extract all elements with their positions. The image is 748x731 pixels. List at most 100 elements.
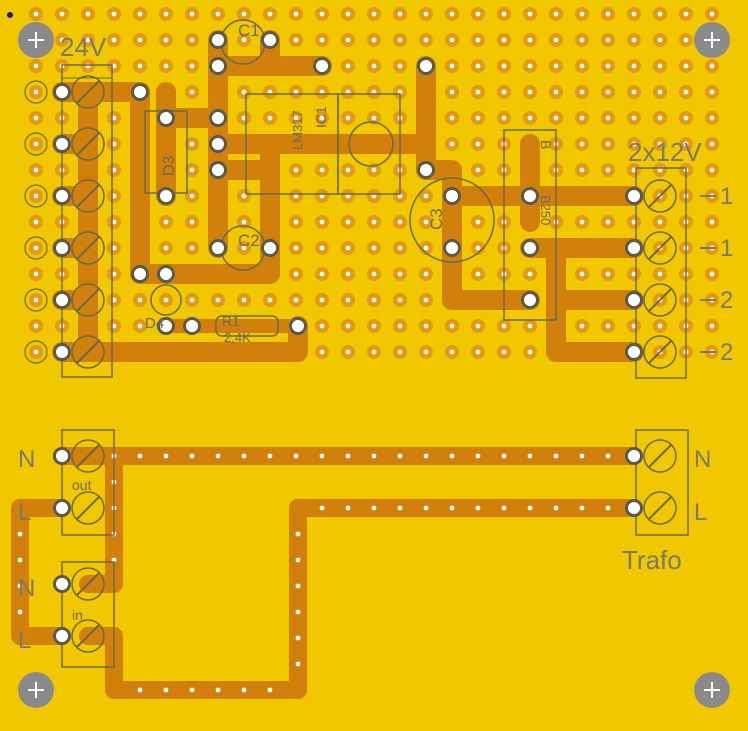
pad xyxy=(264,34,276,46)
grid-hole xyxy=(709,115,715,121)
label-trafo-n: N xyxy=(694,446,711,473)
grid-hole xyxy=(579,167,585,173)
grid-hole xyxy=(683,115,689,121)
trace-hole xyxy=(345,505,351,511)
screw-head xyxy=(71,567,105,601)
grid-hole xyxy=(371,297,377,303)
grid-hole xyxy=(85,11,91,17)
screw-slot xyxy=(76,624,100,648)
grid-hole xyxy=(605,11,611,17)
pad xyxy=(160,190,172,202)
pad xyxy=(212,242,224,254)
grid-hole xyxy=(579,11,585,17)
trace-hole xyxy=(501,453,507,459)
trace-hole xyxy=(553,453,559,459)
terminal-block-12v xyxy=(635,167,687,379)
screw-slot xyxy=(76,80,100,104)
pad xyxy=(292,320,304,332)
grid-hole xyxy=(449,323,455,329)
grid-hole xyxy=(709,167,715,173)
grid-hole xyxy=(397,89,403,95)
pad xyxy=(628,242,640,254)
grid-hole xyxy=(475,11,481,17)
trace-hole xyxy=(293,453,299,459)
grid-hole xyxy=(657,323,663,329)
grid-hole xyxy=(111,115,117,121)
label-regulator: LM317 xyxy=(290,110,305,150)
grid-hole xyxy=(111,219,117,225)
pad xyxy=(212,138,224,150)
trace-hole xyxy=(189,453,195,459)
grid-hole xyxy=(33,271,39,277)
trace-hole xyxy=(449,505,455,511)
grid-hole xyxy=(371,245,377,251)
grid-hole xyxy=(163,11,169,17)
label-24v: 24V xyxy=(60,32,107,62)
pad xyxy=(134,86,146,98)
grid-hole xyxy=(397,219,403,225)
trace-hole xyxy=(423,505,429,511)
grid-hole xyxy=(449,11,455,17)
label-c2: C2 xyxy=(238,231,260,250)
grid-hole xyxy=(345,37,351,43)
screw-head xyxy=(71,75,105,109)
grid-hole xyxy=(631,63,637,69)
pad xyxy=(446,242,458,254)
grid-hole xyxy=(475,167,481,173)
grid-hole xyxy=(293,297,299,303)
grid-hole xyxy=(605,323,611,329)
screw-slot xyxy=(648,288,672,312)
grid-hole xyxy=(319,271,325,277)
trace-hole xyxy=(579,453,585,459)
grid-hole xyxy=(605,167,611,173)
grid-hole xyxy=(189,297,195,303)
grid-hole xyxy=(111,141,117,147)
pad xyxy=(524,294,536,306)
pad xyxy=(628,346,640,358)
grid-hole xyxy=(579,63,585,69)
grid-hole xyxy=(449,37,455,43)
grid-hole xyxy=(241,115,247,121)
grid-hole xyxy=(527,115,533,121)
grid-hole xyxy=(345,271,351,277)
trace-hole xyxy=(475,453,481,459)
pad xyxy=(186,320,198,332)
grid-hole xyxy=(631,141,637,147)
grid-hole xyxy=(293,37,299,43)
trace-hole xyxy=(295,609,301,615)
grid-hole xyxy=(33,115,39,121)
grid-hole xyxy=(189,193,195,199)
grid-hole xyxy=(137,63,143,69)
screw-head xyxy=(643,231,677,265)
label-trafo: Trafo xyxy=(622,545,682,575)
screw-slot xyxy=(76,184,100,208)
trace xyxy=(416,56,540,310)
grid-hole xyxy=(631,323,637,329)
grid-hole xyxy=(657,115,663,121)
grid-hole xyxy=(397,245,403,251)
grid-hole xyxy=(345,193,351,199)
grid-hole xyxy=(33,89,39,95)
pad xyxy=(56,578,68,590)
grid-hole xyxy=(475,349,481,355)
trace-hole xyxy=(241,453,247,459)
grid-hole xyxy=(241,245,247,251)
trace-hole xyxy=(295,583,301,589)
grid-hole xyxy=(397,37,403,43)
trace-hole xyxy=(137,687,143,693)
trace xyxy=(156,134,280,284)
pad xyxy=(628,502,640,514)
terminal-ring-marker xyxy=(24,132,48,156)
trace-hole xyxy=(267,687,273,693)
grid-hole xyxy=(449,115,455,121)
pad xyxy=(628,294,640,306)
label-c3: C3 xyxy=(427,208,446,230)
grid-hole xyxy=(683,37,689,43)
capacitor-c3-body xyxy=(409,177,495,263)
trace xyxy=(79,499,307,699)
grid-hole xyxy=(319,323,325,329)
terminal-ring-marker xyxy=(24,184,48,208)
grid-hole xyxy=(579,115,585,121)
grid-hole xyxy=(449,349,455,355)
